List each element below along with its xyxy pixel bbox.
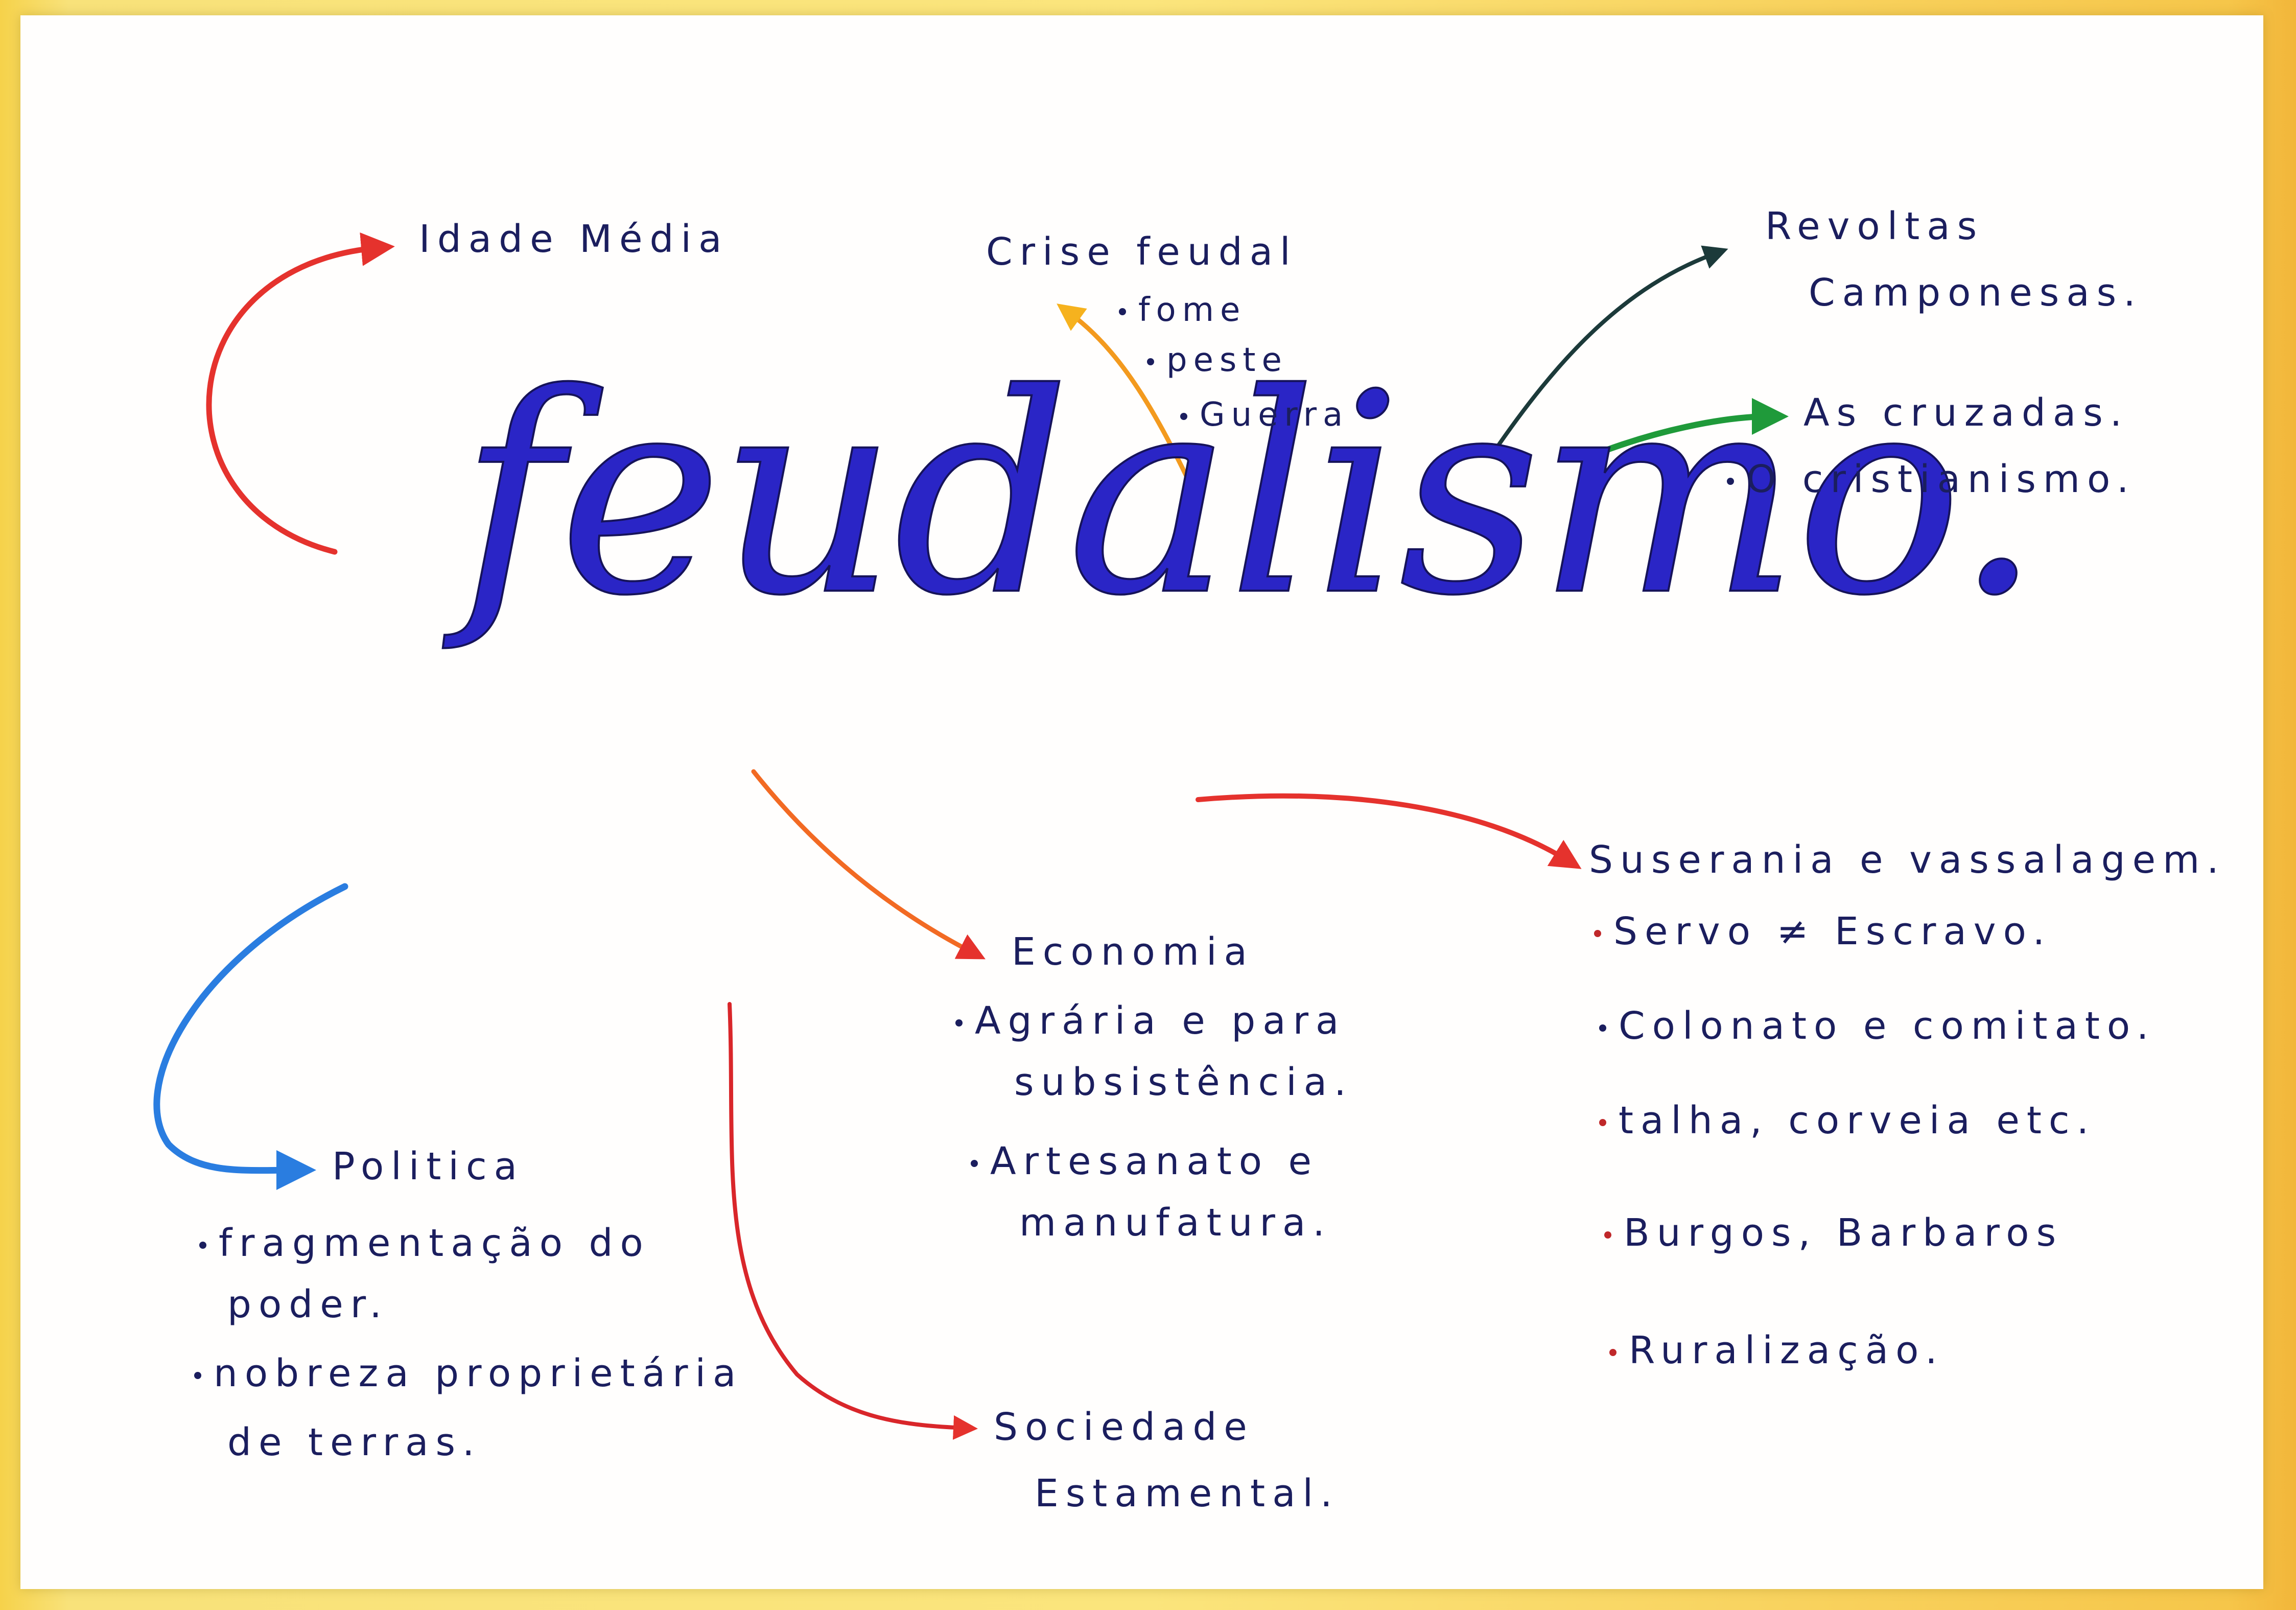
economia-item2-line1: Artesanato e <box>971 1139 1319 1183</box>
node-economia: Economia <box>1012 930 1254 974</box>
suserania-item-burgos: Burgos, Barbaros <box>1604 1211 2063 1255</box>
node-sociedade-line2: Estamental. <box>1035 1472 1340 1515</box>
politica-item2-line2: de terras. <box>227 1420 482 1464</box>
crise-item-fome: fome <box>1119 291 1246 329</box>
bullet-icon <box>1599 1119 1606 1127</box>
arrow-revoltas <box>1490 245 1728 457</box>
node-idade-media: Idade Média <box>419 217 729 261</box>
economia-item1-line1: Agrária e para <box>955 999 1346 1043</box>
arrow-idade-media <box>206 232 395 555</box>
bullet-icon <box>971 1160 978 1168</box>
paper-sheet <box>20 15 2263 1589</box>
arrow-suserania <box>1196 793 1582 869</box>
suserania-item-servo: Servo ≠ Escravo. <box>1594 909 2052 953</box>
arrow-cruzadas <box>1578 398 1789 463</box>
cruzadas-item: O cristianismo. <box>1727 457 2136 501</box>
node-sociedade-line1: Sociedade <box>994 1405 1254 1449</box>
crise-item-peste: peste <box>1147 341 1288 379</box>
bullet-icon <box>1119 308 1126 316</box>
node-revoltas-line2: Camponesas. <box>1809 271 2143 315</box>
node-politica: Politica <box>332 1145 524 1188</box>
bullet-icon <box>1727 478 1734 485</box>
suserania-item-talha: talha, corveia etc. <box>1599 1099 2096 1142</box>
arrow-crise-feudal <box>1057 304 1203 508</box>
arrow-politica <box>153 883 348 1191</box>
economia-item1-line2: subsistência. <box>1014 1060 1353 1104</box>
bullet-icon <box>1180 413 1187 421</box>
arrow-sociedade <box>728 1002 978 1440</box>
economia-item2-line2: manufatura. <box>1019 1201 1332 1245</box>
politica-item1-line1: fragmentação do <box>199 1221 650 1265</box>
bullet-icon <box>1147 358 1154 366</box>
bullet-icon <box>1599 1024 1606 1032</box>
bullet-icon <box>1609 1349 1616 1357</box>
crise-item-guerra: Guerra <box>1180 396 1349 434</box>
bullet-icon <box>1604 1231 1611 1239</box>
node-revoltas-line1: Revoltas <box>1765 204 1984 248</box>
node-suserania: Suserania e vassalagem. <box>1589 838 2226 882</box>
node-crise-feudal: Crise feudal <box>986 230 1298 274</box>
bullet-icon <box>955 1019 963 1027</box>
politica-item2-line1: nobreza proprietária <box>194 1351 743 1395</box>
arrow-economia <box>751 769 986 960</box>
node-cruzadas: As cruzadas. <box>1803 391 2129 435</box>
main-title: feudalismo. <box>459 335 2043 656</box>
bullet-icon <box>199 1242 206 1249</box>
suserania-item-colonato: Colonato e comitato. <box>1599 1004 2156 1048</box>
bullet-icon <box>1594 930 1601 938</box>
suserania-item-ruralizacao: Ruralização. <box>1609 1328 1944 1372</box>
politica-item1-line2: poder. <box>227 1282 389 1326</box>
bullet-icon <box>194 1372 201 1380</box>
